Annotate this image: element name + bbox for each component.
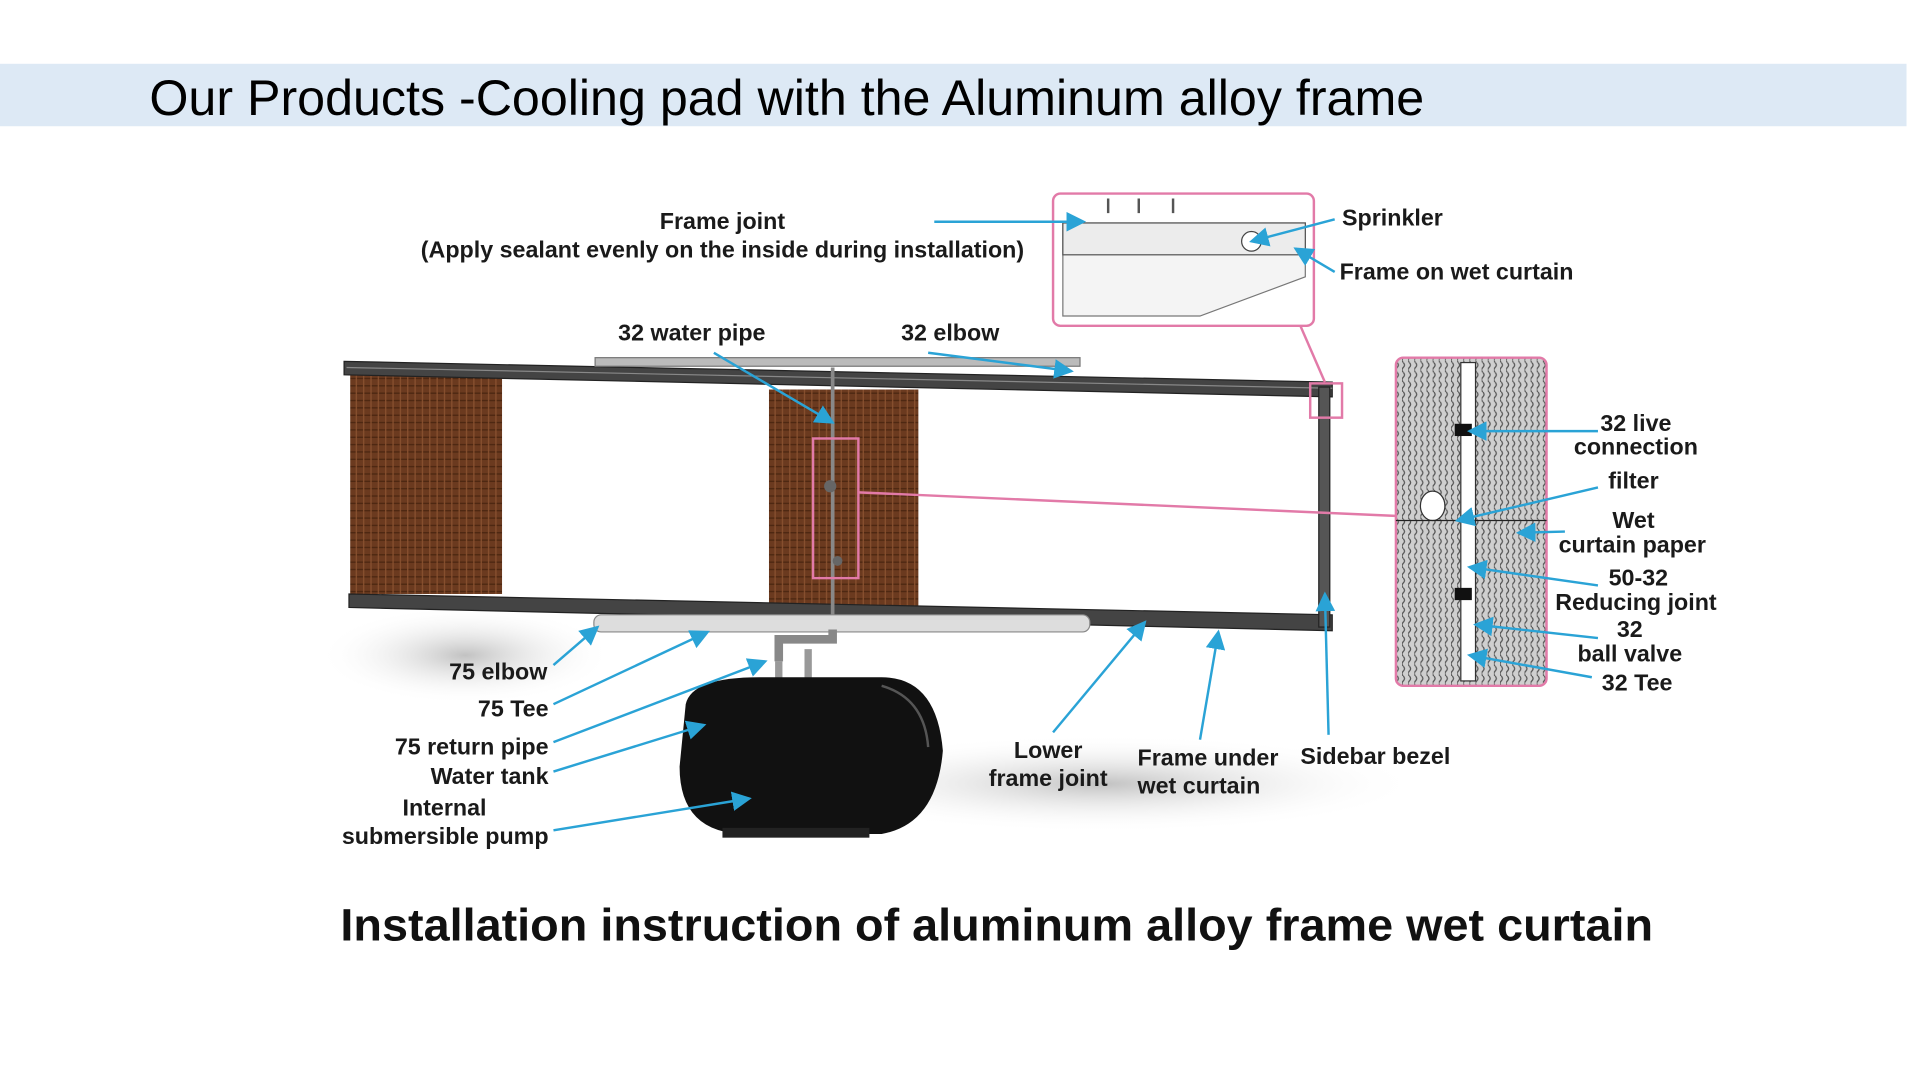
label-reducing-joint: 50-32 (1609, 564, 1668, 590)
label-lower-frame-joint-2: frame joint (989, 765, 1108, 791)
cooling-pad-left (350, 373, 503, 594)
label-75-return-pipe: 75 return pipe (395, 733, 549, 759)
label-frame-under: Frame under (1138, 744, 1279, 770)
return-pipe-75 (593, 614, 1091, 633)
title-banner (0, 63, 1907, 127)
label-32-tee: 32 Tee (1602, 670, 1673, 696)
label-wet-curtain-paper: Wet (1612, 507, 1654, 533)
label-water-tank: Water tank (431, 763, 549, 789)
label-pump-2: submersible pump (342, 823, 549, 849)
label-frame-joint: Frame joint (660, 208, 786, 234)
label-ball-valve-2: ball valve (1577, 640, 1682, 666)
label-32-live-connection: 32 live (1600, 410, 1671, 436)
valve-highlight-box (811, 437, 860, 580)
label-32-elbow: 32 elbow (901, 320, 1000, 346)
label-wet-curtain-paper-2: curtain paper (1559, 531, 1706, 557)
label-lower-frame-joint: Lower (1014, 737, 1082, 763)
leader-lines (552, 211, 1599, 832)
label-75-tee: 75 Tee (478, 695, 549, 721)
label-ball-valve: 32 (1617, 616, 1643, 642)
floor-shadow (783, 734, 1421, 833)
wet-curtain-frame (343, 357, 1333, 838)
pipe-detail-inset (1394, 356, 1548, 688)
diagram-caption: Installation instruction of aluminum all… (340, 900, 1653, 951)
label-frame-under-2: wet curtain (1137, 773, 1261, 799)
corner-highlight-box (1308, 382, 1344, 419)
label-32-water-pipe: 32 water pipe (618, 320, 765, 346)
water-pipe-32 (594, 357, 1081, 367)
cooling-pad-middle (768, 389, 919, 607)
label-sprinkler: Sprinkler (1342, 204, 1443, 230)
label-frame-joint-note: (Apply sealant evenly on the inside duri… (421, 236, 1024, 262)
top-rail (343, 360, 1333, 398)
floor-shadow (318, 606, 613, 705)
label-75-elbow: 75 elbow (449, 659, 548, 685)
label-sidebar-bezel: Sidebar bezel (1300, 743, 1450, 769)
part-labels: Frame joint (Apply sealant evenly on the… (342, 204, 1717, 848)
sidebar-bezel (1318, 386, 1331, 628)
water-tank (679, 677, 943, 834)
label-32-live-connection-2: connection (1574, 433, 1698, 459)
label-pump: Internal (402, 795, 486, 821)
label-frame-on-wet-curtain: Frame on wet curtain (1340, 258, 1574, 284)
page-title: Our Products -Cooling pad with the Alumi… (149, 70, 1424, 126)
label-reducing-joint-2: Reducing joint (1555, 589, 1717, 615)
label-filter: filter (1608, 468, 1658, 494)
frame-detail-inset (1051, 192, 1316, 328)
